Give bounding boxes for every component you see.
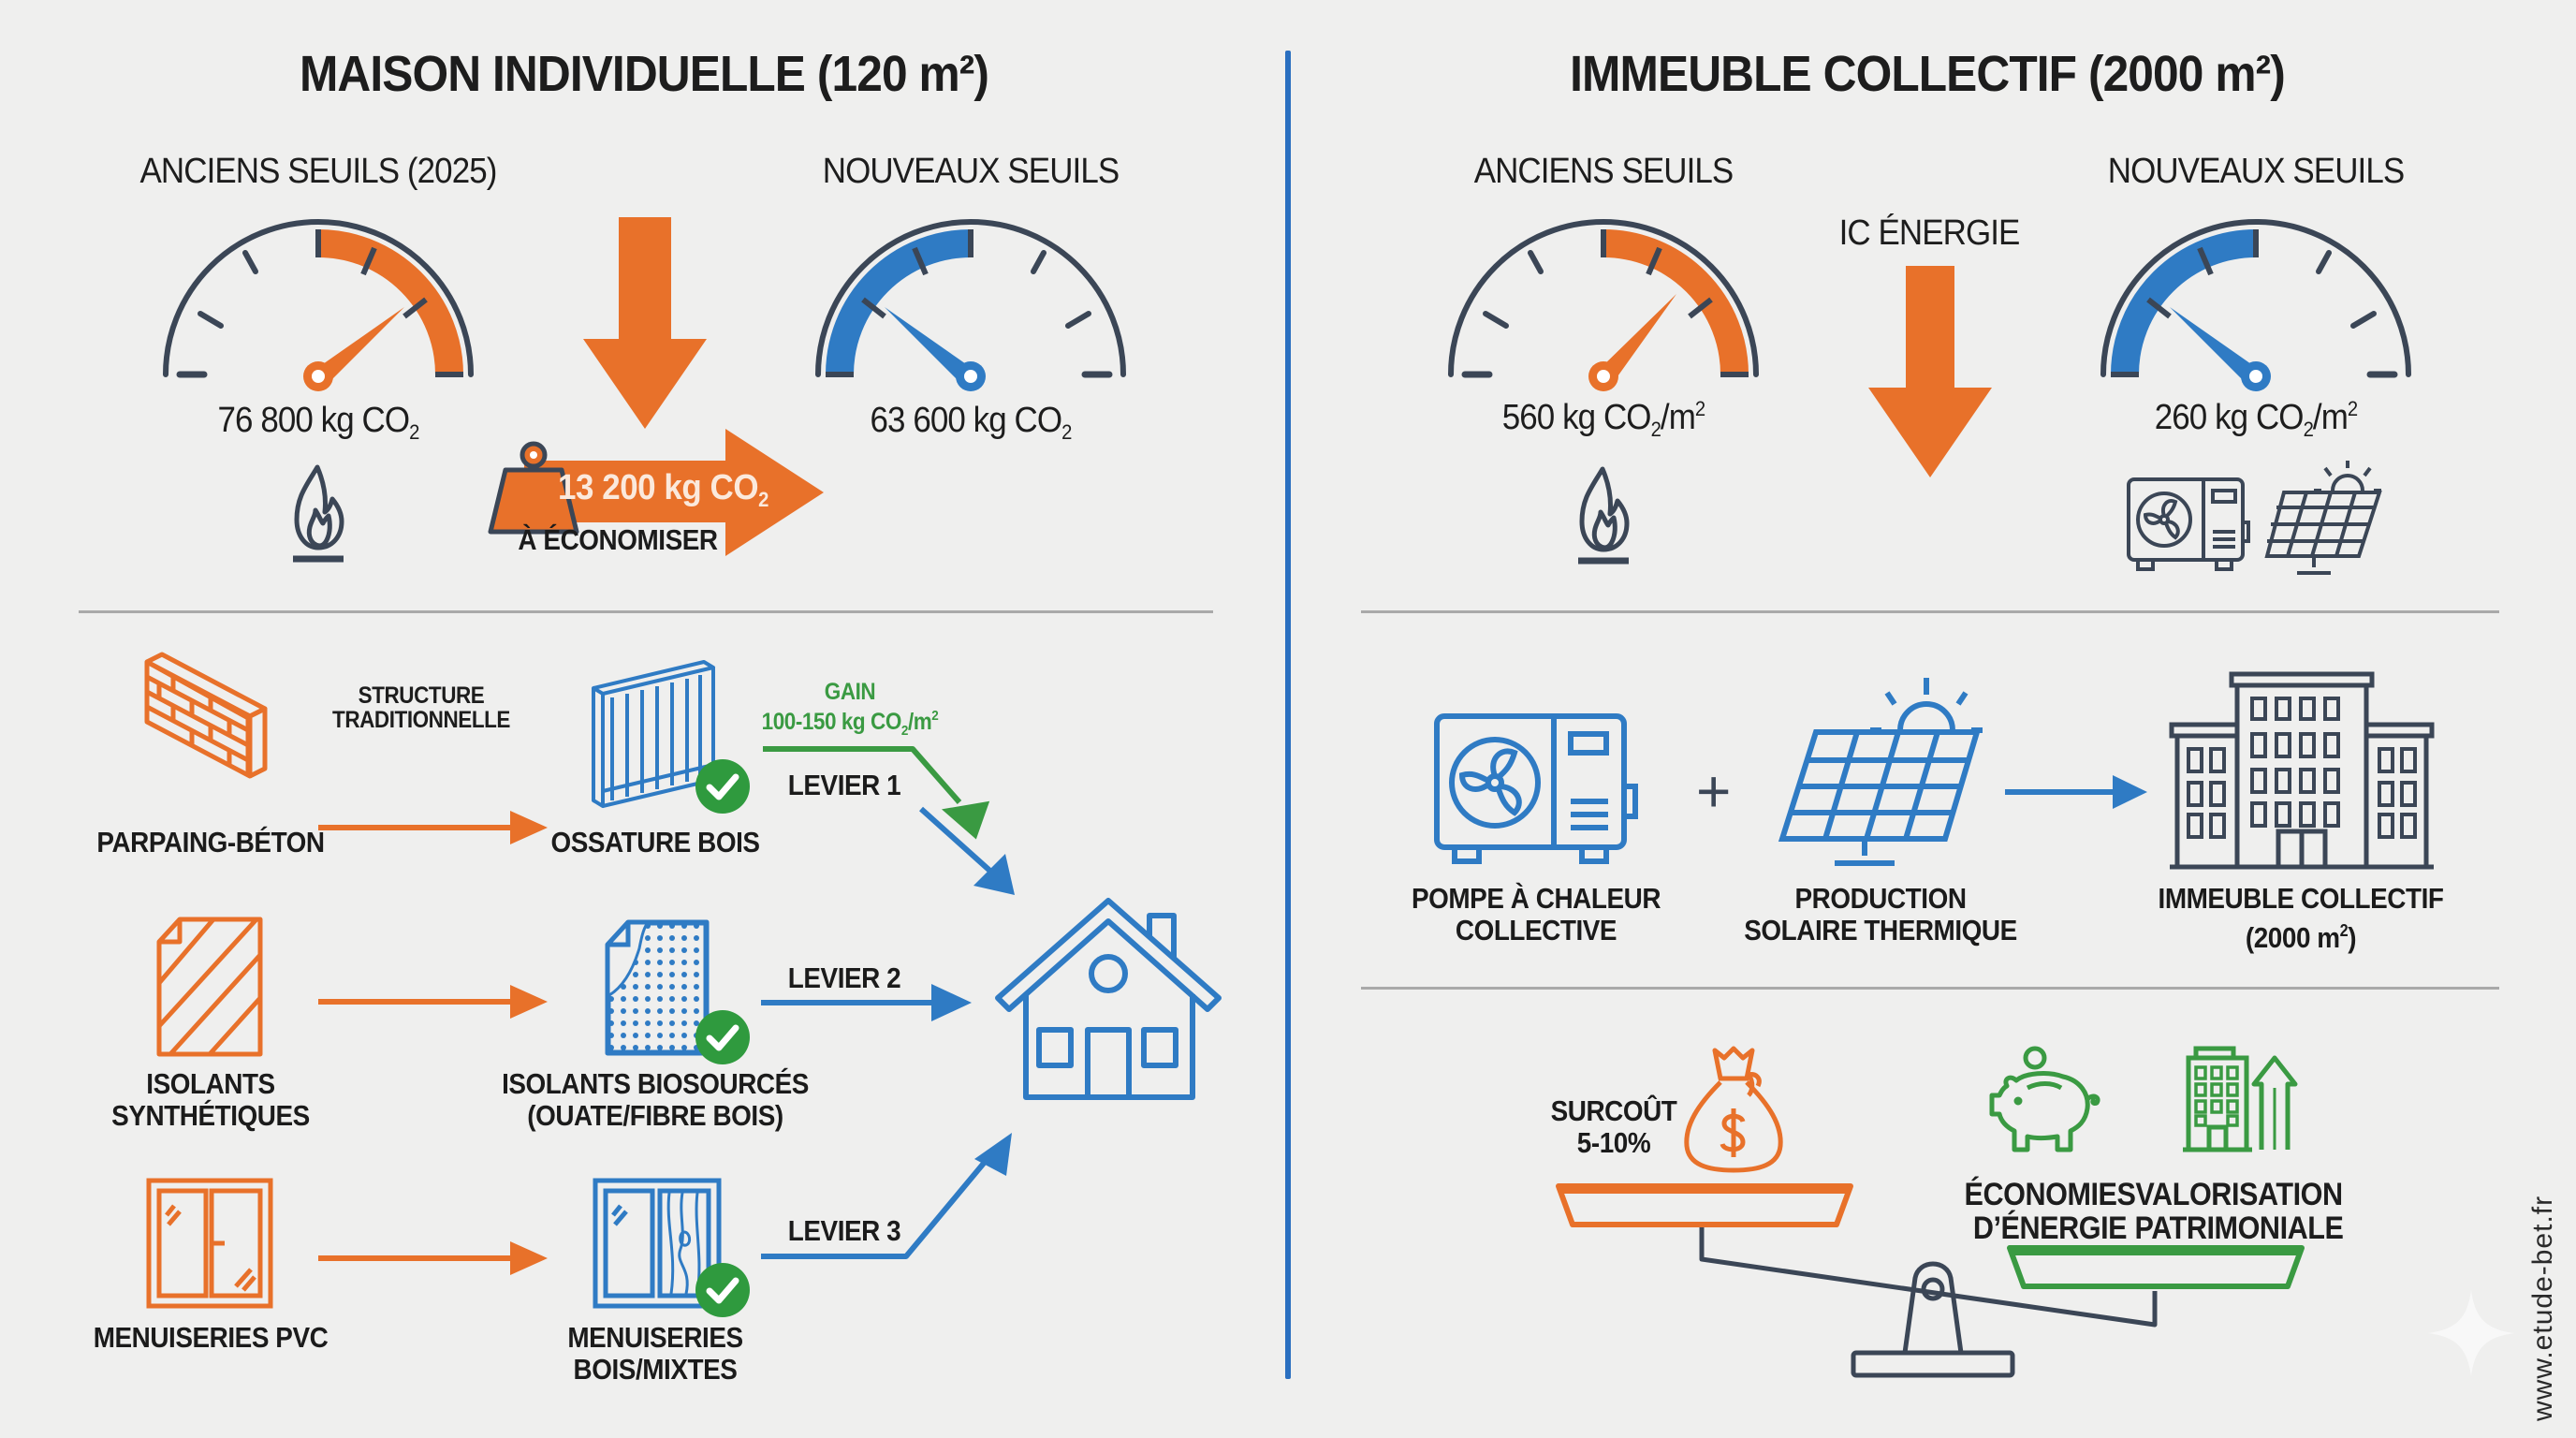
- structure-traditionnelle-label: STRUCTURE TRADITIONNELLE: [332, 682, 510, 733]
- benefit-pan: [2007, 1245, 2305, 1289]
- heat-pump-icon: [1434, 713, 1638, 864]
- flame-icon: [1578, 466, 1630, 565]
- lever-1-label: LEVIER 1: [787, 769, 901, 801]
- biosourced-insulation-icon: [605, 919, 710, 1056]
- old-threshold-value: 560 kg CO2/m2: [1501, 397, 1705, 441]
- old-threshold-value: 76 800 kg CO2: [217, 401, 419, 444]
- new-threshold-label: NOUVEAUX SEUILS: [822, 152, 1120, 191]
- solaire-thermique-label: PRODUCTION SOLAIRE THERMIQUE: [1744, 882, 2017, 946]
- house-icon: [995, 898, 1222, 1100]
- apartment-building-icon: [2169, 671, 2435, 870]
- flow-arrow: [2005, 775, 2147, 809]
- valorisation-patrimoniale-label: VALORISATION PATRIMONIALE: [2134, 1177, 2344, 1246]
- reduction-arrow-icon: [583, 217, 707, 429]
- menuiseries-bois-label: MENUISERIES BOIS/MIXTES: [567, 1321, 743, 1386]
- surcout-label: SURCOÛT 5-10%: [1550, 1094, 1677, 1159]
- old-threshold-gauge: [163, 219, 474, 391]
- parpaing-beton-label: PARPAING-BÉTON: [96, 826, 325, 858]
- plus-sign: +: [1696, 757, 1732, 825]
- watermark-url: www.etude-bet.fr: [2527, 1195, 2558, 1421]
- new-threshold-gauge: [2100, 219, 2411, 391]
- money-bag-icon: [1684, 1046, 1783, 1173]
- lever-2-label: LEVIER 2: [787, 961, 901, 994]
- left-panel-title: MAISON INDIVIDUELLE (120 m²): [299, 46, 989, 102]
- right-section-divider-1: [1361, 610, 2499, 613]
- solar-panel-icon: [2264, 461, 2382, 575]
- immeuble-collectif-label: IMMEUBLE COLLECTIF (2000 m2): [2158, 882, 2444, 954]
- lever-3-label: LEVIER 3: [787, 1214, 901, 1247]
- orange-arrow-3: [318, 1241, 548, 1275]
- checkmark-badge-icon: [695, 759, 750, 814]
- synthetic-insulation-icon: [156, 917, 263, 1057]
- old-threshold-label: ANCIENS SEUILS (2025): [139, 152, 498, 191]
- ic-energie-label: IC ÉNERGIE: [1838, 213, 2021, 253]
- gain-arrow: [763, 746, 990, 840]
- pvc-window-icon: [146, 1178, 273, 1309]
- ossature-bois-label: OSSATURE BOIS: [550, 826, 760, 858]
- reduction-arrow-icon: [1868, 266, 1992, 477]
- savings-arrow: [524, 429, 824, 556]
- flame-icon: [293, 464, 344, 563]
- new-threshold-value: 260 kg CO2/m2: [2154, 397, 2358, 441]
- right-panel-title: IMMEUBLE COLLECTIF (2000 m²): [1570, 46, 2286, 102]
- vertical-divider: [1285, 51, 1291, 1379]
- sparkle-icon: [2428, 1290, 2514, 1376]
- heat-pump-icon: [2127, 477, 2250, 571]
- solar-panel-icon: [1778, 678, 1983, 866]
- menuiseries-pvc-label: MENUISERIES PVC: [93, 1321, 329, 1354]
- isolants-biosources-label: ISOLANTS BIOSOURCÉS (OUATE/FIBRE BOIS): [502, 1067, 809, 1132]
- new-threshold-label: NOUVEAUX SEUILS: [2107, 152, 2405, 191]
- gain-label: GAIN 100-150 kg CO2/m2: [761, 679, 939, 739]
- lever-2-arrow: [761, 984, 972, 1021]
- checkmark-badge-icon: [695, 1010, 750, 1064]
- checkmark-badge-icon: [695, 1263, 750, 1317]
- old-threshold-gauge: [1448, 219, 1759, 391]
- new-threshold-gauge: [815, 219, 1126, 391]
- balance-scale-icon: [1699, 1227, 2158, 1378]
- orange-arrow-1: [318, 811, 548, 844]
- isolants-synthetiques-label: ISOLANTS SYNTHÉTIQUES: [111, 1067, 310, 1132]
- orange-arrow-2: [318, 985, 548, 1019]
- right-section-divider-2: [1361, 987, 2499, 990]
- pac-collective-label: POMPE À CHALEUR COLLECTIVE: [1411, 882, 1661, 946]
- piggy-bank-icon: [1989, 1046, 2100, 1152]
- old-threshold-label: ANCIENS SEUILS: [1473, 152, 1734, 191]
- weight-icon: [488, 441, 579, 535]
- lever-3-arrow: [761, 1133, 1012, 1259]
- brick-wall-icon: [144, 652, 268, 779]
- savings-value: 13 200 kg CO2: [558, 468, 768, 511]
- cost-pan: [1556, 1183, 1853, 1227]
- new-threshold-value: 63 600 kg CO2: [870, 401, 1072, 444]
- left-section-divider: [79, 610, 1213, 613]
- wood-window-icon: [593, 1178, 722, 1309]
- economies-energie-label: ÉCONOMIES D’ÉNERGIE: [1964, 1177, 2136, 1246]
- savings-caption: À ÉCONOMISER: [518, 523, 718, 556]
- lever-1-arrow: [918, 806, 1015, 895]
- building-growth-icon: [2183, 1046, 2298, 1152]
